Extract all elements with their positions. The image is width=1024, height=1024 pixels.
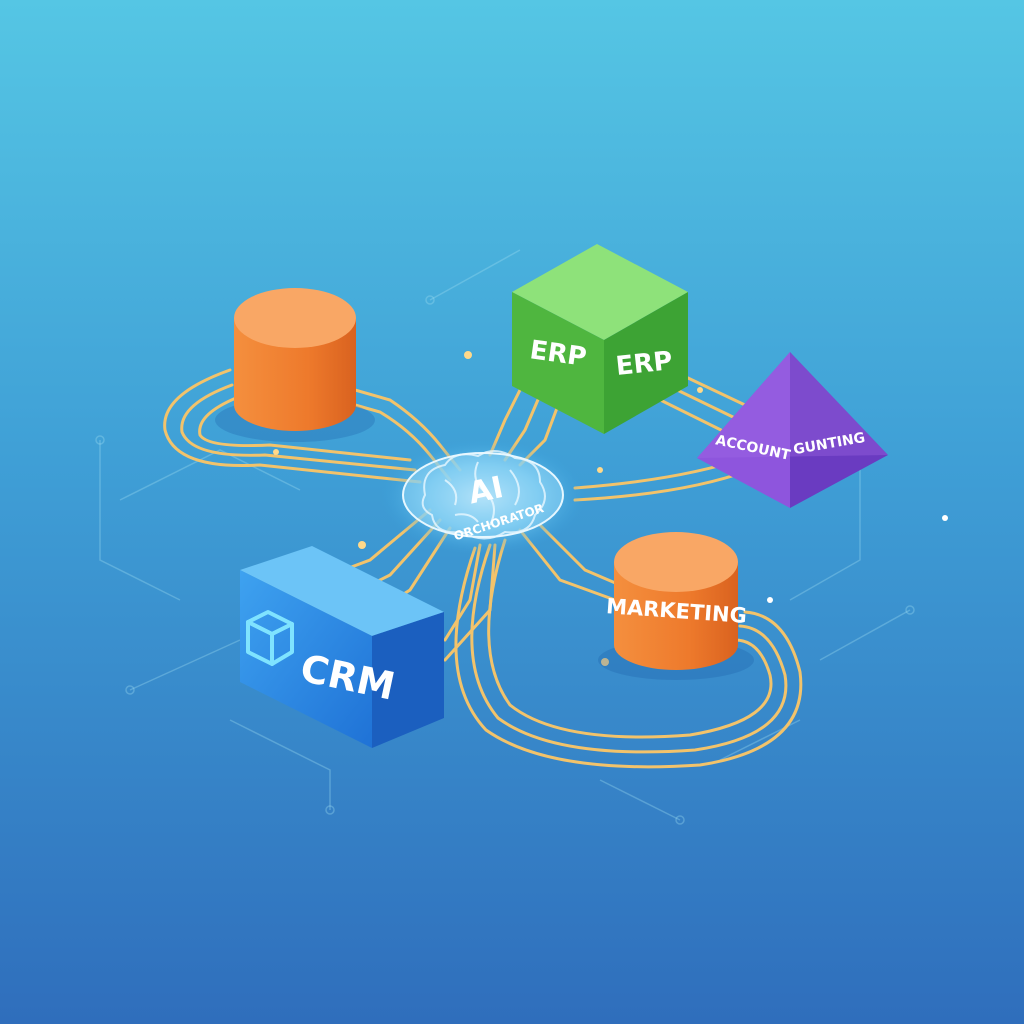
box-logo-icon	[246, 610, 294, 666]
accounting-pyramid-node: ACCOUNT GUNTING	[697, 352, 888, 508]
brain-icon	[421, 450, 546, 540]
erp-cube-node: ERP ERP	[512, 244, 688, 434]
erp-label-right: ERP	[614, 346, 674, 382]
ai-orchestrator-hub: AI ORCHORATOR	[381, 439, 585, 555]
hub-title: AI	[466, 470, 507, 511]
marketing-cylinder-node: MARKETING	[598, 532, 754, 680]
crm-block-node: CRM	[240, 546, 444, 748]
database-cylinder-node	[215, 288, 375, 442]
sparkle-dots	[273, 351, 948, 666]
connection-wires	[163, 358, 803, 769]
